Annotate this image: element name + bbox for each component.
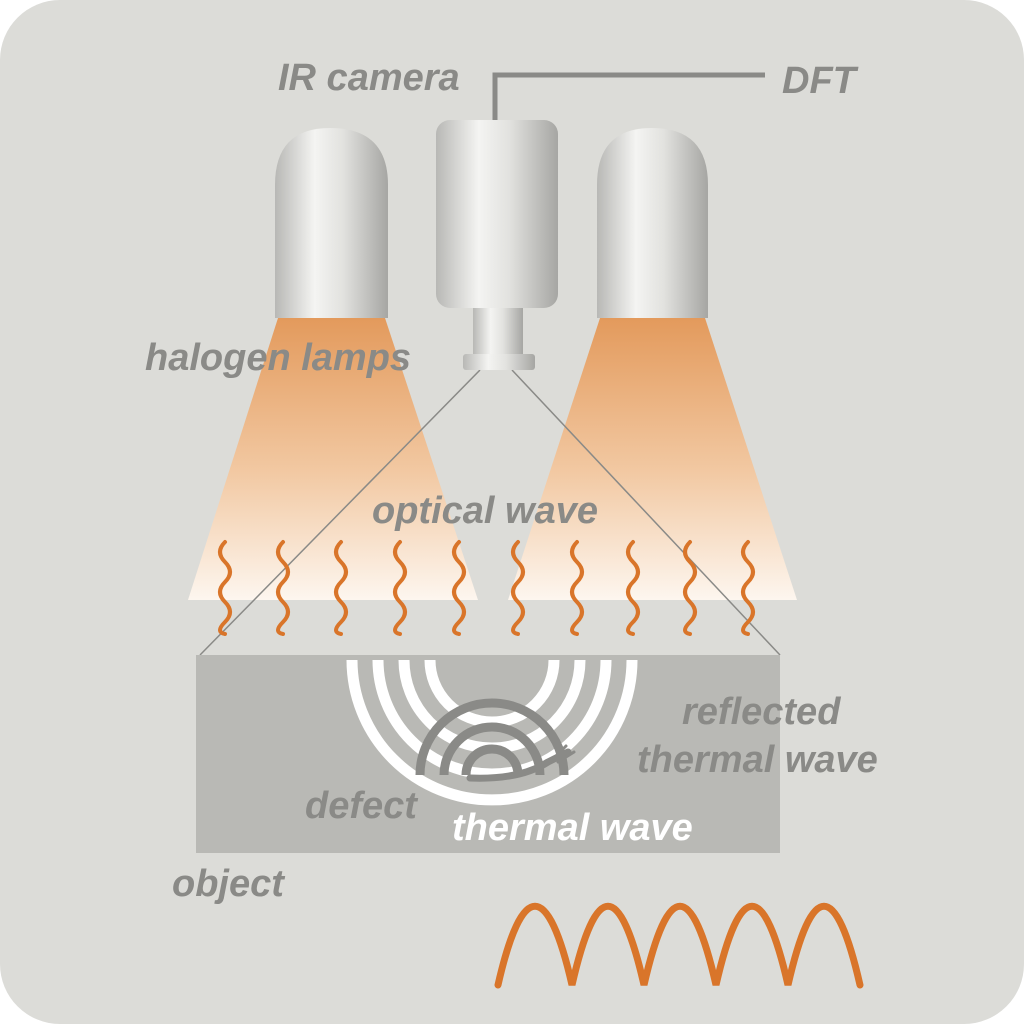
ir-camera-icon — [436, 120, 558, 370]
optical-wave-label: optical wave — [372, 490, 598, 532]
object-label: object — [172, 863, 285, 905]
halogen-lamp-icon — [597, 128, 708, 318]
reflected-label: reflected — [682, 691, 841, 733]
defect-snail-icon — [466, 744, 576, 782]
camera-fov-line-left — [199, 369, 481, 656]
object-block — [196, 655, 780, 853]
optical-wave-squiggles — [218, 540, 755, 636]
modulation-sine-wave — [494, 902, 864, 989]
dft-label: DFT — [782, 60, 859, 102]
thermal-wave-label: thermal wave — [452, 807, 693, 849]
reflected-thermal-wave-label: thermal wave — [637, 739, 878, 781]
left-lamp-beam — [188, 318, 478, 600]
halogen-lamp-icon — [275, 128, 388, 318]
halogen-lamps-label: halogen lamps — [145, 337, 411, 379]
ir-camera-label: IR camera — [278, 57, 460, 99]
right-lamp-beam — [508, 318, 797, 600]
camera-fov-line-right — [511, 369, 781, 656]
dft-connection-line — [492, 72, 765, 122]
reflected-thermal-wave-arcs — [415, 698, 569, 776]
defect-label: defect — [305, 785, 418, 827]
